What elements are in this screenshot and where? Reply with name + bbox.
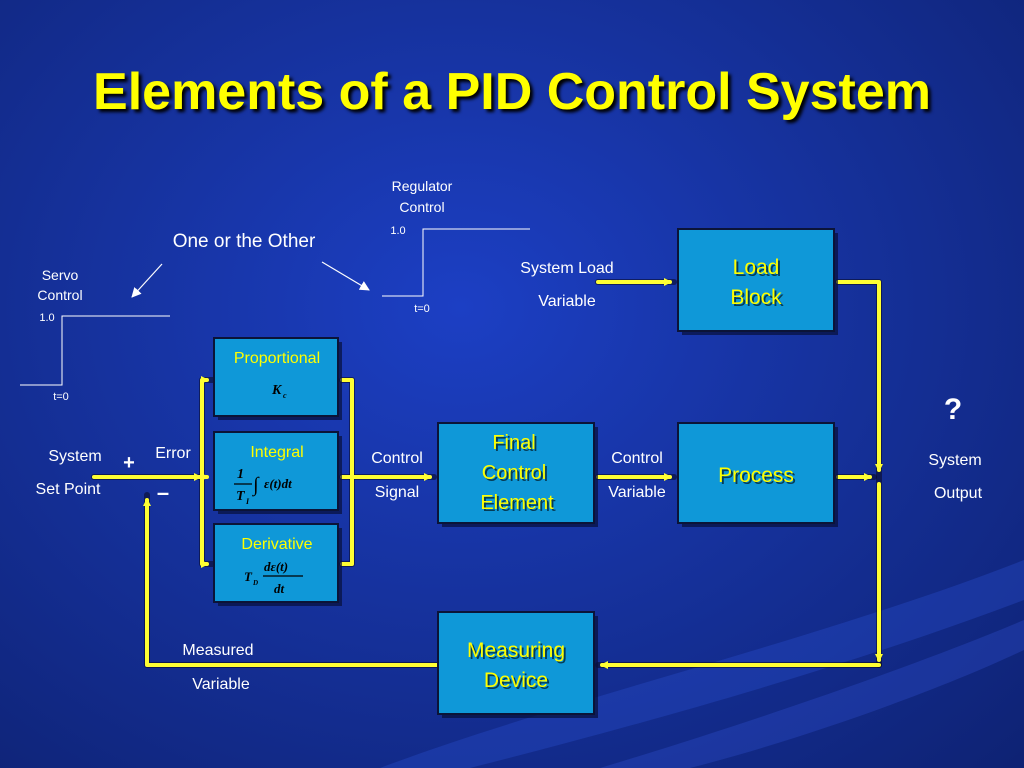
proportional-label: Proportional: [234, 350, 320, 367]
servo-level-label: 1.0: [39, 312, 54, 324]
derivative-label: Derivative: [241, 536, 312, 553]
load-block-label-line1: Load: [733, 256, 780, 279]
final-control-element-block: Final Final Control Control Element Elem…: [437, 422, 598, 527]
error-label: Error: [155, 445, 191, 462]
integral-numerator: 1: [237, 467, 244, 482]
svg-text:Process: Process: [720, 466, 796, 489]
measuring-label-line2: Device: [484, 669, 548, 692]
regulator-step-curve: [382, 228, 530, 297]
svg-text:Final: Final: [494, 434, 537, 456]
integral-denominator-subscript: I: [245, 497, 250, 506]
control-variable-label-line1: Control: [611, 450, 663, 467]
fce-label-line1: Final: [492, 432, 535, 454]
one-or-other-label: One or the Other: [173, 231, 316, 252]
kc-formula: K: [271, 383, 283, 398]
system-load-label-line1: System Load: [520, 260, 613, 277]
svg-text:Element: Element: [482, 494, 556, 516]
arrow-to-servo: [131, 263, 163, 298]
system-output-label-line2: Output: [934, 485, 983, 502]
servo-step-curve: [20, 315, 170, 386]
measured-variable-wire: [143, 498, 442, 667]
system-output-label-line1: System: [928, 452, 981, 469]
plus-sign: +: [123, 452, 135, 474]
control-signal-label-line2: Signal: [375, 484, 419, 501]
setpoint-label-line2: Set Point: [36, 481, 101, 498]
derivative-block: Derivative T D dε(t) dt: [213, 523, 342, 606]
measuring-label-line1: Measuring: [467, 639, 565, 662]
fce-label-line2: Control: [482, 462, 546, 484]
servo-label-line2: Control: [37, 287, 82, 303]
process-block: Process Process: [677, 422, 838, 527]
control-variable-label-line2: Variable: [608, 484, 666, 501]
fce-label-line3: Element: [480, 492, 554, 514]
wire-to-derivative: [200, 475, 209, 568]
control-signal-label-line1: Control: [371, 450, 423, 467]
process-label: Process: [718, 464, 794, 487]
regulator-level-label: 1.0: [390, 225, 405, 237]
proportional-block: Proportional K c: [213, 337, 342, 420]
integral-sign: ∫: [252, 474, 260, 497]
integral-denominator: T: [236, 489, 246, 504]
derivative-numerator: dε(t): [264, 559, 288, 574]
page-title: Elements of a PID Control System: [93, 63, 931, 121]
measured-variable-label-line2: Variable: [192, 676, 250, 693]
load-block-output-wire: [836, 280, 883, 472]
svg-text:Device: Device: [486, 671, 550, 694]
integral-label: Integral: [250, 444, 303, 461]
svg-text:Load: Load: [735, 258, 782, 281]
svg-text:Block: Block: [732, 288, 784, 311]
measured-variable-label-line1: Measured: [182, 642, 253, 659]
minus-sign: –: [157, 480, 169, 505]
regulator-label-line1: Regulator: [392, 178, 453, 194]
measuring-device-block: Measuring Measuring Device Device: [437, 611, 598, 718]
arrow-to-regulator: [321, 261, 370, 291]
derivative-coefficient-subscript: D: [252, 579, 258, 587]
regulator-label-line2: Control: [399, 199, 444, 215]
servo-t0-label: t=0: [53, 391, 69, 403]
load-block-label-line2: Block: [730, 286, 782, 309]
load-block: Load Load Block Block: [677, 228, 838, 335]
system-load-label-line2: Variable: [538, 293, 596, 310]
integral-block: Integral 1 T I ∫ ε(t)dt: [213, 431, 342, 514]
derivative-denominator: dt: [274, 581, 285, 596]
kc-subscript: c: [283, 391, 287, 400]
question-mark: ?: [944, 393, 962, 426]
integral-body: ε(t)dt: [264, 476, 292, 491]
regulator-t0-label: t=0: [414, 303, 430, 315]
svg-text:Measuring: Measuring: [469, 641, 567, 664]
derivative-coefficient: T: [244, 569, 253, 584]
pid-output-bus: [340, 378, 354, 566]
servo-label-line1: Servo: [42, 267, 79, 283]
wire-to-proportional: [200, 376, 209, 479]
svg-text:Control: Control: [484, 464, 548, 486]
setpoint-label-line1: System: [48, 448, 101, 465]
